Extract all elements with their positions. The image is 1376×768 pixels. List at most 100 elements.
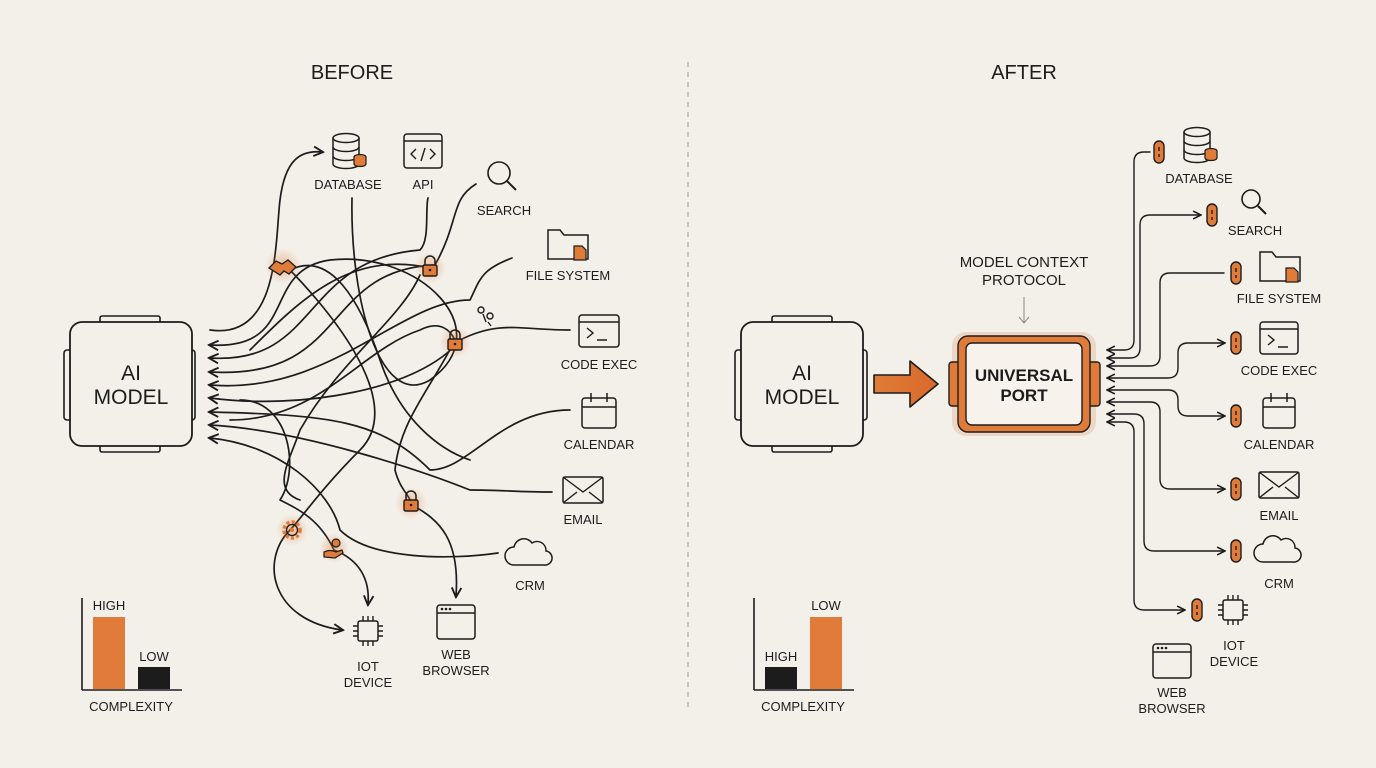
envelope-icon (1258, 471, 1300, 499)
before-api-label: API (413, 177, 434, 192)
before-tool-database: DATABASE (314, 132, 382, 192)
cloud-icon (504, 538, 553, 566)
before-tool-search: SEARCH (477, 161, 531, 218)
protocol-caption-line-2: PROTOCOL (982, 272, 1066, 289)
after-calendar-label: CALENDAR (1244, 437, 1315, 452)
padlock-icon (438, 325, 472, 359)
after-tool-email: EMAIL (1258, 471, 1300, 523)
before-tool-file-system: FILE SYSTEM (526, 229, 611, 283)
before-iot-label-line-2: DEVICE (344, 675, 393, 690)
after-tool-crm: CRM (1253, 535, 1302, 591)
after-code-exec-label: CODE EXEC (1241, 363, 1318, 378)
before-database-label: DATABASE (314, 177, 382, 192)
before-friction-badges (265, 248, 494, 563)
after-browser-label-line-1: WEB (1157, 685, 1187, 700)
after-ai-model-line-2: MODEL (765, 386, 840, 409)
before-code-exec-label: CODE EXEC (561, 357, 638, 372)
before-ai-model-line-2: MODEL (94, 386, 169, 409)
calendar-icon (581, 393, 617, 429)
after-tool-code-exec: CODE EXEC (1241, 321, 1318, 378)
before-tool-code-exec: CODE EXEC (561, 314, 638, 372)
folder-icon (547, 229, 589, 261)
code-window-icon (403, 133, 443, 169)
before-iot-label-line-1: IOT (357, 659, 379, 674)
connect-arrow (873, 360, 939, 408)
before-file-system-label: FILE SYSTEM (526, 268, 611, 283)
before-browser-label-line-1: WEB (441, 647, 471, 662)
after-tool-web-browser: WEB BROWSER (1138, 643, 1206, 716)
before-tool-iot-device: IOT DEVICE (344, 616, 393, 690)
before-email-label: EMAIL (563, 512, 602, 527)
after-complexity-chart: HIGH LOW COMPLEXITY (753, 598, 854, 714)
before-ai-model-line-1: AI (121, 362, 141, 385)
before-tool-api: API (403, 133, 443, 192)
before-complexity-label: COMPLEXITY (89, 699, 173, 714)
browser-window-icon (1152, 643, 1192, 679)
chip-icon (353, 616, 383, 646)
folder-icon (1259, 251, 1301, 283)
database-icon (332, 132, 367, 170)
padlock-icon (394, 486, 428, 520)
before-low-label: LOW (139, 649, 169, 664)
after-tool-calendar: CALENDAR (1244, 393, 1315, 452)
database-icon (1183, 126, 1218, 164)
before-tool-crm: CRM (504, 538, 553, 593)
after-connections (1108, 151, 1224, 610)
after-tool-file-system: FILE SYSTEM (1237, 251, 1322, 306)
before-ai-model: AI MODEL (63, 315, 196, 453)
after-ai-model: AI MODEL (734, 315, 868, 453)
after-browser-label-line-2: BROWSER (1138, 701, 1205, 716)
before-calendar-label: CALENDAR (564, 437, 635, 452)
gear-icon (276, 514, 308, 546)
after-iot-label-line-2: DEVICE (1210, 654, 1259, 669)
handshake-icon (265, 248, 301, 284)
after-file-system-label: FILE SYSTEM (1237, 291, 1322, 306)
before-search-label: SEARCH (477, 203, 531, 218)
plug-icon (1230, 477, 1242, 501)
terminal-icon (1259, 321, 1299, 355)
protocol-caption-line-1: MODEL CONTEXT (960, 254, 1089, 271)
plug-icon (1206, 203, 1218, 227)
broken-link-icon (477, 306, 494, 327)
before-tool-calendar: CALENDAR (564, 393, 635, 452)
after-tool-iot-device: IOT DEVICE (1210, 595, 1259, 669)
plug-icon (1230, 404, 1242, 428)
after-heading: AFTER (991, 62, 1057, 84)
after-high-bar (765, 667, 797, 689)
before-high-bar (93, 617, 125, 689)
padlock-icon (413, 251, 447, 285)
before-low-bar (138, 667, 170, 689)
envelope-icon (562, 476, 604, 504)
after-ai-model-line-1: AI (792, 362, 812, 385)
after-email-label: EMAIL (1259, 508, 1298, 523)
before-complexity-chart: HIGH LOW COMPLEXITY (81, 598, 182, 714)
search-icon (487, 161, 517, 191)
after-tool-search: SEARCH (1228, 189, 1282, 238)
before-tangled-connections (210, 152, 571, 630)
after-search-label: SEARCH (1228, 223, 1282, 238)
terminal-icon (578, 314, 620, 348)
after-high-label: HIGH (765, 649, 798, 664)
before-browser-label-line-2: BROWSER (422, 663, 489, 678)
after-database-label: DATABASE (1165, 171, 1233, 186)
after-plugs (1153, 140, 1242, 622)
cloud-icon (1253, 535, 1302, 563)
before-crm-label: CRM (515, 578, 545, 593)
hand-gear-icon (319, 533, 349, 563)
after-low-label: LOW (811, 598, 841, 613)
before-tool-email: EMAIL (562, 476, 604, 527)
after-crm-label: CRM (1264, 576, 1294, 591)
plug-icon (1230, 539, 1242, 563)
plug-icon (1153, 140, 1165, 164)
port-label-line-2: PORT (1000, 386, 1048, 405)
before-heading: BEFORE (311, 62, 393, 84)
plug-icon (1230, 261, 1242, 285)
before-high-label: HIGH (93, 598, 126, 613)
after-tool-database: DATABASE (1165, 126, 1233, 186)
search-icon (1241, 189, 1267, 215)
after-low-bar (810, 617, 842, 689)
plug-icon (1230, 331, 1242, 355)
before-tool-web-browser: WEB BROWSER (422, 604, 490, 678)
